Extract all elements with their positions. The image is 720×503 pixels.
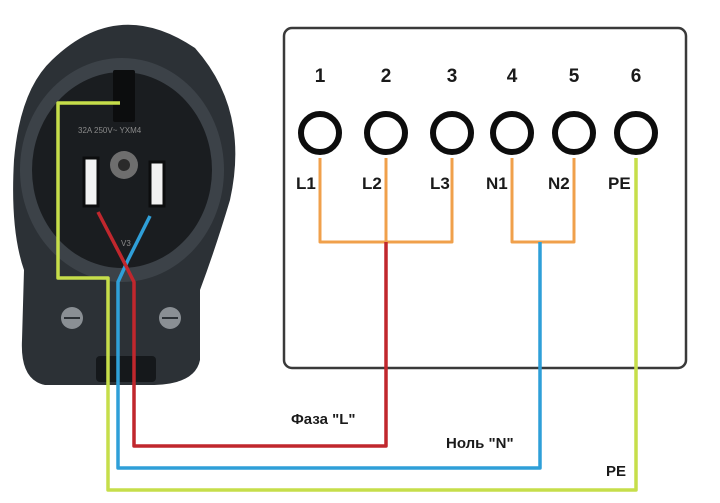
terminal-screw-6 bbox=[614, 111, 658, 155]
neutral-wire-label: Ноль "N" bbox=[446, 435, 514, 452]
terminal-screw-1 bbox=[298, 111, 342, 155]
terminal-number-1: 1 bbox=[315, 66, 326, 87]
plug: 32A 250V~ YXM4 V3 bbox=[13, 24, 236, 385]
terminal-number-4: 4 bbox=[507, 66, 518, 87]
neutral-wire bbox=[116, 215, 542, 470]
terminal-number-3: 3 bbox=[447, 66, 458, 87]
phase-wire-label: Фаза "L" bbox=[291, 411, 355, 428]
terminal-label-2: L2 bbox=[362, 174, 382, 193]
terminal-screw-2 bbox=[364, 111, 408, 155]
plug-marking-small: V3 bbox=[121, 239, 131, 248]
terminal-number-2: 2 bbox=[381, 66, 392, 87]
terminal-label-3: L3 bbox=[430, 174, 450, 193]
terminal-screw-5 bbox=[552, 111, 596, 155]
terminal-label-5: N2 bbox=[548, 174, 570, 193]
plug-right-pin bbox=[148, 160, 166, 208]
plug-left-pin bbox=[82, 156, 100, 208]
bridge-n1-n2 bbox=[510, 158, 576, 244]
terminal-label-4: N1 bbox=[486, 174, 508, 193]
terminal-number-5: 5 bbox=[569, 66, 580, 87]
terminal-row: 1L1 2L2 3L3 4N1 5N2 6PE bbox=[296, 66, 658, 193]
plug-cable-clamp bbox=[96, 356, 156, 382]
terminal-screw-3 bbox=[430, 111, 474, 155]
terminal-number-6: 6 bbox=[631, 66, 642, 87]
terminal-label-6: PE bbox=[608, 174, 631, 193]
terminal-block-box bbox=[282, 26, 688, 370]
earth-wire-label: PE bbox=[606, 463, 626, 480]
phase-wire bbox=[96, 211, 388, 448]
earth-wire bbox=[56, 101, 638, 492]
terminal-label-1: L1 bbox=[296, 174, 316, 193]
plug-center-hole-inner bbox=[118, 159, 130, 171]
terminal-screw-4 bbox=[490, 111, 534, 155]
plug-marking: 32A 250V~ YXM4 bbox=[78, 126, 142, 135]
plug-top-pin bbox=[113, 70, 135, 122]
